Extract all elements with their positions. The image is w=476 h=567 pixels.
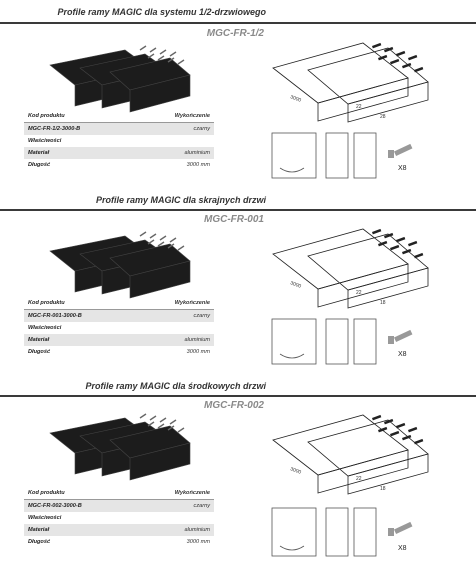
properties-label: Właściwości xyxy=(28,515,62,521)
technical-drawing: 3000 22 18 X8 xyxy=(271,414,429,557)
section-rule xyxy=(0,22,476,24)
qty-label: X8 xyxy=(398,351,407,358)
spec-table: Kod produktu Wykończenie MGC-FR-002-3000… xyxy=(24,487,214,548)
spec-table: Kod produktu Wykończenie MGC-FR-1/2-3000… xyxy=(24,110,214,171)
col-finish-header: Wykończenie xyxy=(174,300,210,306)
section-rule xyxy=(0,395,476,397)
finish-value: czarny xyxy=(193,503,210,509)
col-product-header: Kod produktu xyxy=(28,113,65,119)
dim-b: 18 xyxy=(380,300,386,306)
product-code: MGC-FR-002-3000-B xyxy=(28,503,82,509)
col-finish-header: Wykończenie xyxy=(174,490,210,496)
finish-value: czarny xyxy=(193,126,210,132)
material-label: Materiał xyxy=(28,527,50,533)
material-label: Materiał xyxy=(28,337,50,343)
material-value: aluminium xyxy=(184,337,211,343)
profile-photo xyxy=(49,45,191,113)
product-code-heading: MGC-FR-001 xyxy=(203,214,264,225)
properties-label: Właściwości xyxy=(28,325,62,331)
section-title: Profile ramy MAGIC dla systemu 1/2-drzwi… xyxy=(57,7,266,17)
length-value: 3000 mm xyxy=(186,539,210,545)
length-label: Długość xyxy=(28,539,51,545)
dim-length: 3000 xyxy=(289,466,302,476)
spec-table: Kod produktu Wykończenie MGC-FR-001-3000… xyxy=(24,297,214,358)
finish-value: czarny xyxy=(193,313,210,319)
dim-a: 22 xyxy=(356,104,362,110)
length-label: Długość xyxy=(28,162,51,168)
length-label: Długość xyxy=(28,349,51,355)
properties-label: Właściwości xyxy=(28,138,62,144)
profile-photo xyxy=(49,231,191,299)
section-title: Profile ramy MAGIC dla środkowych drzwi xyxy=(85,381,266,391)
product-code-heading: MGC-FR-1/2 xyxy=(206,28,264,39)
dim-b: 18 xyxy=(380,486,386,492)
length-value: 3000 mm xyxy=(186,162,210,168)
technical-drawing: 3000 22 28 X8 xyxy=(271,42,429,179)
col-product-header: Kod produktu xyxy=(28,490,65,496)
length-value: 3000 mm xyxy=(186,349,210,355)
col-product-header: Kod produktu xyxy=(28,300,65,306)
qty-label: X8 xyxy=(398,545,407,552)
material-label: Materiał xyxy=(28,150,50,156)
product-code-heading: MGC-FR-002 xyxy=(203,400,264,411)
product-code: MGC-FR-1/2-3000-B xyxy=(28,126,81,132)
dim-length: 3000 xyxy=(289,94,302,104)
dim-a: 22 xyxy=(356,476,362,482)
dim-b: 28 xyxy=(380,114,386,120)
dim-a: 22 xyxy=(356,290,362,296)
col-finish-header: Wykończenie xyxy=(174,113,210,119)
qty-label: X8 xyxy=(398,165,407,172)
material-value: aluminium xyxy=(184,527,211,533)
section-rule xyxy=(0,209,476,211)
material-value: aluminium xyxy=(184,150,211,156)
product-code: MGC-FR-001-3000-B xyxy=(28,313,82,319)
technical-drawing: 3000 22 18 X8 xyxy=(271,228,429,365)
section-title: Profile ramy MAGIC dla skrajnych drzwi xyxy=(95,195,266,205)
dim-length: 3000 xyxy=(289,280,302,290)
profile-photo xyxy=(49,413,191,481)
